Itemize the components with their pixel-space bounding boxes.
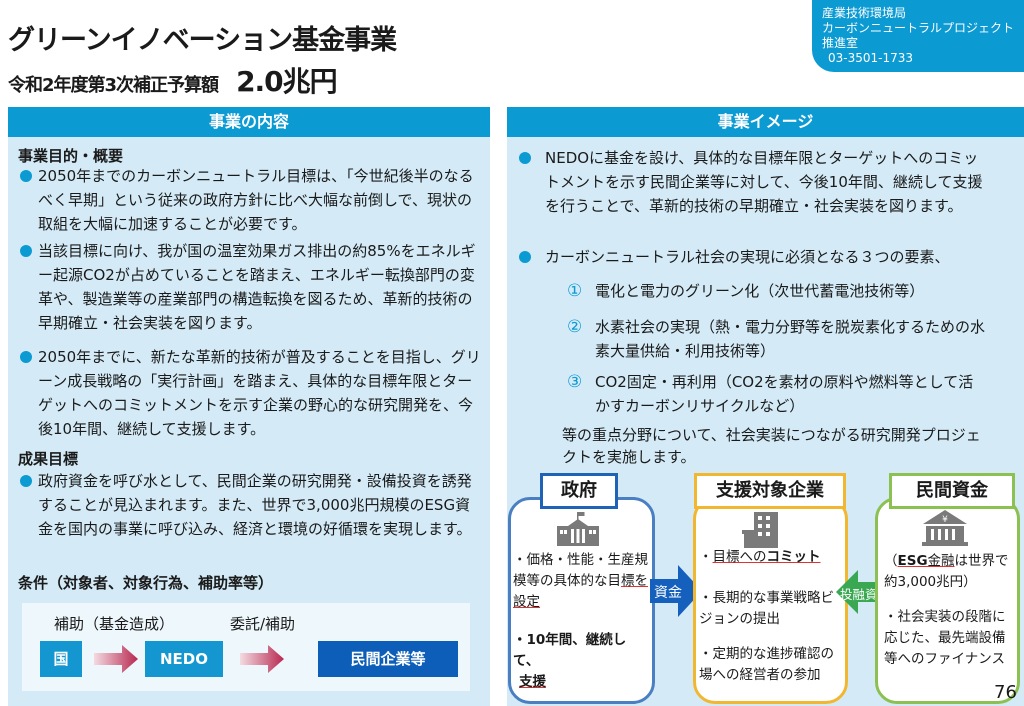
budget-amount: 2.0兆円 — [236, 65, 338, 98]
element-item: ② 水素社会の実現（熱・電力分野等を脱炭素化するための水素大量供給・利用技術等） — [567, 315, 987, 363]
item-number: ② — [567, 317, 583, 337]
gov-point-underlined: 支援 — [519, 674, 546, 690]
outcome-bullet: 政府資金を呼び水として、民間企業の研究開発・設備投資を誘発することが見込まれます… — [18, 469, 484, 541]
bullet-text: カーボンニュートラル社会の実現に必須となる３つの要素、 — [545, 248, 950, 266]
item-number: ① — [567, 281, 583, 301]
gov-text: ・価格・性能・生産規模等の具体的な目標を設定 — [513, 550, 649, 613]
purpose-bullet: 当該目標に向け、我が国の温室効果ガス排出の約85%をエネルギー起源CO2が占めて… — [18, 239, 484, 335]
bullet-icon — [20, 170, 32, 182]
bullet-text: NEDOに基金を設け、具体的な目標年限とターゲットへのコミットメントを示す民間企… — [545, 149, 983, 215]
right-panel-heading: 事業イメージ — [507, 107, 1024, 137]
closing-text: 等の重点分野について、社会実装につながる研究開発プロジェクトを実施します。 — [562, 426, 981, 466]
arrow-right-icon — [94, 645, 138, 673]
flow-label-subsidy: 補助（基金造成） — [54, 615, 175, 633]
firm-point-text: 目標への — [712, 549, 767, 565]
government-building-icon — [557, 512, 599, 546]
bullet-icon — [20, 475, 32, 487]
firm-point: ・目標へのコミット — [699, 547, 835, 568]
bullet-icon — [20, 351, 32, 363]
gov-point: ・価格・性能・生産規模等の具体的な目 — [513, 552, 648, 589]
flow-node-private: 民間企業等 — [318, 641, 458, 677]
page-title: グリーンイノベーション基金事業 — [8, 25, 397, 56]
item-text: 水素社会の実現（熱・電力分野等を脱炭素化するための水素大量供給・利用技術等） — [595, 318, 986, 360]
arrow-fund-label: 資金 — [654, 585, 682, 601]
flow-diagram: 補助（基金造成） 委託/補助 国 NEDO 民間企業等 — [22, 603, 470, 691]
gov-point: ・10年間、継続して、 — [513, 632, 627, 669]
contact-dept: 産業技術環境局 — [822, 6, 907, 20]
conditions-title: 条件（対象者、対象行為、補助率等） — [18, 574, 274, 592]
purpose-bullet: 2050年までに、新たな革新的技術が普及することを目指し、グリーン成長戦略の「実… — [18, 345, 484, 441]
finance-text: 金融 — [927, 553, 955, 569]
paren: （ — [884, 553, 898, 569]
contact-phone: 03-3501-1733 — [828, 51, 914, 65]
gov-point-underlined: 標を設定 — [513, 573, 648, 610]
budget-line: 令和2年度第3次補正予算額 2.0兆円 — [8, 60, 338, 100]
flow-node-country: 国 — [40, 641, 82, 677]
gov-text-support: ・10年間、継続して、支援 — [513, 630, 651, 693]
contact-box: 産業技術環境局 カーボンニュートラルプロジェクト推進室 03-3501-1733 — [812, 0, 1024, 72]
purpose-title: 事業目的・概要 — [18, 147, 124, 165]
bullet: ・ — [699, 549, 713, 565]
esg-text: ESG — [897, 553, 928, 569]
element-item: ① 電化と電力のグリーン化（次世代蓄電池技術等） — [567, 279, 987, 303]
bullet-icon — [20, 245, 32, 257]
private-point: ・社会実装の段階に応じた、最先端設備等へのファイナンス — [884, 609, 1006, 667]
purpose-bullet: 2050年までのカーボンニュートラル目標は、「今世紀後半のなるべく早期」という従… — [18, 164, 484, 236]
item-text: 電化と電力のグリーン化（次世代蓄電池技術等） — [595, 282, 925, 300]
arrow-invest-label: 投融資 — [840, 587, 878, 602]
contact-office: カーボンニュートラルプロジェクト推進室 — [822, 21, 1015, 50]
private-point: （ESG金融は世界で約3,000兆円） — [884, 551, 1018, 593]
bullet-text: 2050年までに、新たな革新的技術が普及することを目指し、グリーン成長戦略の「実… — [38, 348, 481, 438]
bank-yen-icon: ¥ — [922, 510, 968, 546]
private-label: 民間資金 — [889, 473, 1015, 509]
gov-box — [508, 497, 655, 704]
firm-point: ・定期的な進捗確認の場への経営者の参加 — [699, 646, 834, 683]
svg-text:¥: ¥ — [942, 515, 948, 525]
image-bullet: NEDOに基金を設け、具体的な目標年限とターゲットへのコミットメントを示す民間企… — [517, 146, 987, 218]
firm-point-bold: コミット — [766, 549, 821, 565]
firm-point: ・長期的な事業戦略ビジョンの提出 — [699, 590, 834, 627]
private-point-text: は世界で約3,000兆円） — [884, 553, 1009, 590]
bullet-icon — [519, 251, 531, 263]
flow-label-commission: 委託/補助 — [230, 615, 296, 633]
bullet-icon — [519, 152, 531, 164]
image-bullet: カーボンニュートラル社会の実現に必須となる３つの要素、 — [517, 245, 1007, 269]
outcome-title: 成果目標 — [18, 450, 79, 468]
bullet-text: 当該目標に向け、我が国の温室効果ガス排出の約85%をエネルギー起源CO2が占めて… — [38, 242, 476, 332]
bullet-text: 政府資金を呼び水として、民間企業の研究開発・設備投資を誘発することが見込まれます… — [38, 472, 472, 538]
arrow-right-icon — [240, 645, 284, 673]
element-item: ③ CO2固定・再利用（CO2を素材の原料や燃料等として活かすカーボンリサイクルな… — [567, 370, 987, 418]
item-text: CO2固定・再利用（CO2を素材の原料や燃料等として活かすカーボンリサイクルなど… — [595, 373, 974, 415]
gov-label: 政府 — [540, 473, 618, 509]
arrow-right-icon — [650, 565, 702, 617]
flow-node-nedo: NEDO — [145, 641, 223, 677]
left-panel-heading: 事業の内容 — [8, 107, 490, 137]
budget-label: 令和2年度第3次補正予算額 — [8, 75, 219, 96]
item-number: ③ — [567, 372, 583, 392]
bullet-text: 2050年までのカーボンニュートラル目標は、「今世紀後半のなるべく早期」という従… — [38, 167, 474, 233]
page-number: 76 — [994, 682, 1017, 703]
office-building-icon — [742, 512, 778, 548]
arrow-left-icon — [836, 570, 882, 614]
firm-label: 支援対象企業 — [694, 473, 846, 509]
